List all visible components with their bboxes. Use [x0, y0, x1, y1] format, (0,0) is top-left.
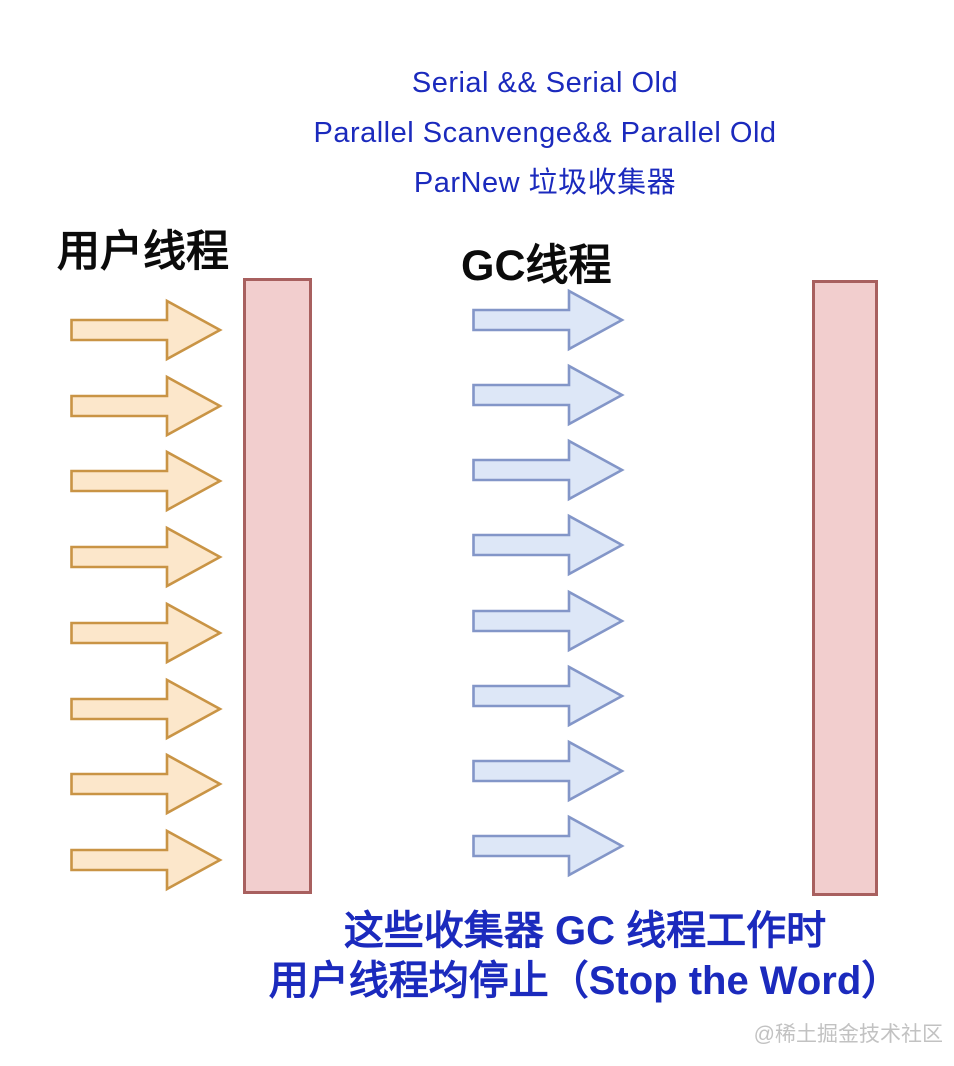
stop-the-world-note: 这些收集器 GC 线程工作时 用户线程均停止（Stop the Word） — [215, 906, 954, 1006]
gc-thread-arrows-column — [472, 288, 625, 878]
user-threads-label: 用户线程 — [57, 228, 229, 276]
gc-thread-right-arrow-icon — [472, 589, 625, 652]
title-line-parallel: Parallel Scanvenge&& Parallel Old — [313, 117, 777, 149]
stw-note-line-1: 这些收集器 GC 线程工作时 — [343, 909, 827, 953]
collector-title-block: Serial && Serial Old Parallel Scanvenge&… — [160, 58, 930, 208]
watermark-text: @稀土掘金技术社区 — [753, 1023, 943, 1046]
gc-thread-right-arrow-icon — [472, 514, 625, 577]
gc-thread-right-arrow-icon — [472, 739, 625, 803]
gc-threads-label: GC线程 — [461, 242, 612, 290]
user-thread-right-arrow-icon — [70, 374, 223, 437]
gc-thread-right-arrow-icon — [472, 664, 625, 727]
gc-thread-right-arrow-icon — [472, 439, 625, 502]
stw-barrier-left — [243, 278, 312, 894]
user-thread-arrows-column — [70, 298, 223, 892]
user-thread-right-arrow-icon — [70, 525, 223, 589]
title-line-parnew: ParNew 垃圾收集器 — [413, 167, 677, 199]
stw-barrier-right — [812, 280, 878, 896]
user-thread-right-arrow-icon — [70, 677, 223, 740]
gc-thread-right-arrow-icon — [472, 363, 625, 427]
user-thread-right-arrow-icon — [70, 601, 223, 665]
user-thread-right-arrow-icon — [70, 753, 223, 816]
gc-thread-right-arrow-icon — [472, 814, 625, 878]
gc-thread-right-arrow-icon — [472, 288, 625, 352]
title-line-serial: Serial && Serial Old — [411, 67, 679, 99]
user-thread-right-arrow-icon — [70, 828, 223, 892]
user-thread-right-arrow-icon — [70, 450, 223, 513]
stw-note-line-2: 用户线程均停止（Stop the Word） — [268, 959, 902, 1003]
user-thread-right-arrow-icon — [70, 298, 223, 362]
